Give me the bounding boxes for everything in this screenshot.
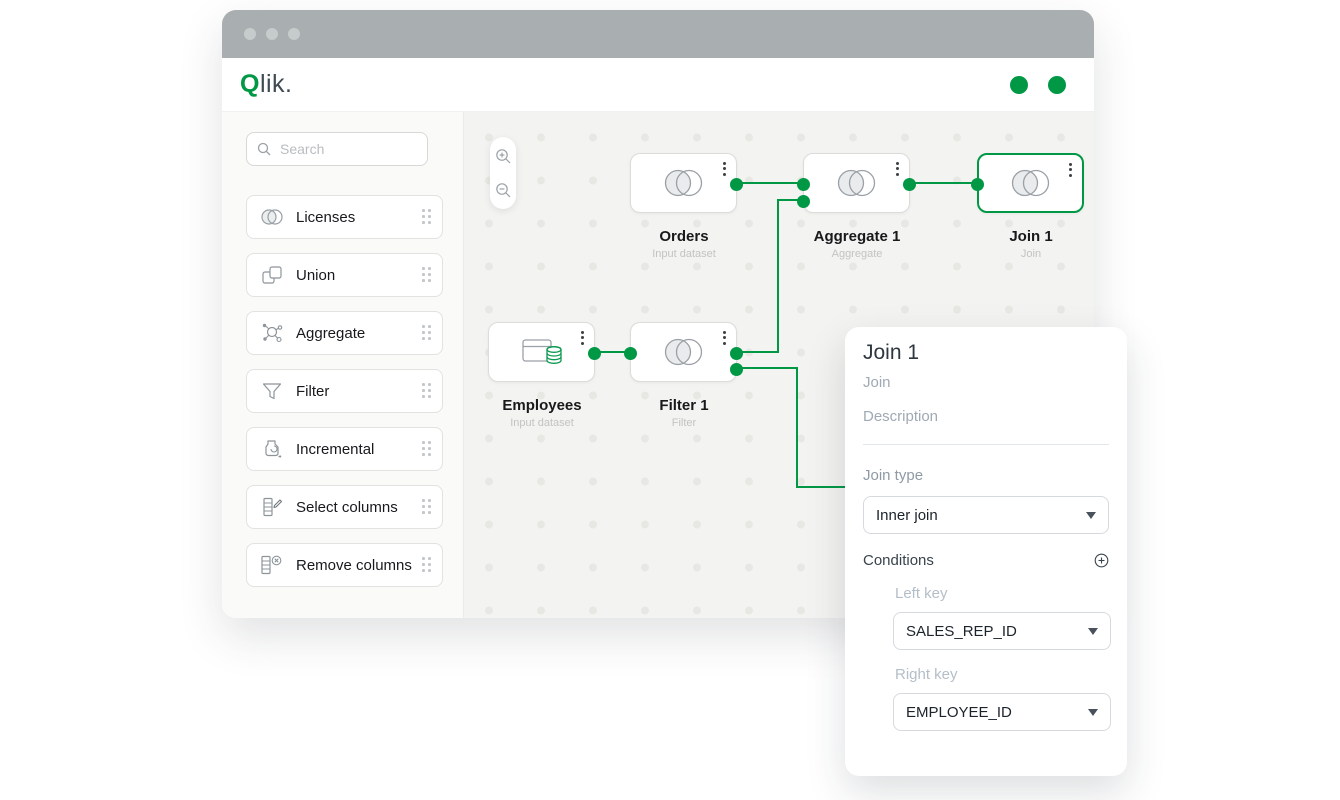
left-key-select[interactable]: SALES_REP_ID (893, 612, 1111, 650)
drag-handle-icon[interactable] (422, 499, 432, 515)
sidebar-item-aggregate[interactable]: Aggregate (246, 311, 443, 355)
sidebar-item-label: Remove columns (296, 556, 412, 574)
kebab-menu-icon[interactable] (723, 162, 726, 176)
conditions-label: Conditions (863, 552, 934, 569)
window-control-dot (244, 28, 256, 40)
divider (863, 444, 1109, 445)
node-label-employees: Employees Input dataset (502, 397, 582, 429)
qlik-logo: Qlik. (240, 70, 293, 99)
dataset-venn-icon (664, 338, 702, 366)
search-box[interactable] (246, 132, 428, 166)
sidebar-item-label: Incremental (296, 440, 375, 458)
right-key-value: EMPLOYEE_ID (906, 703, 1012, 721)
drag-handle-icon[interactable] (422, 557, 432, 573)
sidebar-item-remove-columns[interactable]: Remove columns (246, 543, 443, 587)
filter-icon (259, 380, 285, 402)
node-label-aggregate1: Aggregate 1 Aggregate (813, 228, 901, 260)
header-green-dot-2[interactable] (1048, 75, 1066, 94)
add-condition-button[interactable] (1094, 553, 1109, 568)
sidebar-item-label: Select columns (296, 498, 398, 516)
drag-handle-icon[interactable] (422, 383, 432, 399)
app-header: Qlik. (222, 58, 1094, 112)
node-aggregate1[interactable] (797, 153, 916, 213)
output-port[interactable] (903, 178, 916, 191)
sidebar-item-label: Licenses (296, 208, 356, 226)
node-filter1[interactable] (624, 322, 743, 382)
sidebar-item-filter[interactable]: Filter (246, 369, 443, 413)
select-columns-icon (259, 495, 285, 519)
header-green-dot-1[interactable] (1010, 75, 1028, 94)
node-label-orders: Orders Input dataset (652, 228, 716, 260)
left-key-label: Left key (895, 585, 948, 602)
right-key-label: Right key (895, 666, 958, 683)
zoom-in-icon (495, 148, 510, 163)
zoom-out-icon (495, 182, 510, 197)
input-port[interactable] (971, 178, 984, 191)
kebab-menu-icon[interactable] (1069, 163, 1072, 177)
input-port-1[interactable] (797, 178, 810, 191)
drag-handle-icon[interactable] (422, 325, 432, 341)
sidebar-item-union[interactable]: Union (246, 253, 443, 297)
node-employees[interactable] (488, 322, 601, 382)
output-port-1[interactable] (730, 347, 743, 360)
drag-handle-icon[interactable] (422, 441, 432, 457)
chevron-down-icon (1088, 708, 1098, 716)
window-titlebar (222, 10, 1094, 58)
right-key-select[interactable]: EMPLOYEE_ID (893, 693, 1111, 731)
input-port[interactable] (624, 347, 637, 360)
sidebar-item-select-columns[interactable]: Select columns (246, 485, 443, 529)
remove-columns-icon (259, 553, 285, 577)
description-field[interactable]: Description (863, 408, 939, 425)
sidebar-item-licenses[interactable]: Licenses (246, 195, 443, 239)
join-type-select[interactable]: Inner join (863, 496, 1109, 534)
window-control-dot (288, 28, 300, 40)
sidebar-item-label: Union (296, 266, 336, 284)
qlik-logo-q: Q (240, 70, 260, 98)
search-icon (257, 142, 271, 156)
chevron-down-icon (1088, 627, 1098, 635)
plus-circle-icon (1094, 553, 1109, 568)
sidebar: Licenses Union (222, 112, 464, 618)
dataset-table-icon (521, 339, 562, 364)
drag-handle-icon[interactable] (422, 267, 432, 283)
panel-subtitle: Join (863, 374, 891, 391)
join-type-label: Join type (863, 467, 924, 484)
output-port-2[interactable] (730, 363, 743, 376)
output-port[interactable] (730, 178, 743, 191)
search-input[interactable] (280, 141, 410, 157)
union-icon (259, 264, 285, 286)
sidebar-item-label: Aggregate (296, 324, 366, 342)
kebab-menu-icon[interactable] (723, 331, 726, 345)
join-type-value: Inner join (876, 506, 938, 524)
panel-title: Join 1 (863, 341, 920, 364)
dataset-venn-icon (1011, 169, 1049, 197)
input-port-2[interactable] (797, 195, 810, 208)
zoom-in-button[interactable] (494, 147, 512, 165)
zoom-toolbar (490, 137, 516, 209)
qlik-logo-rest: lik. (259, 70, 293, 98)
dataset-venn-icon (664, 169, 702, 197)
window-control-dot (266, 28, 278, 40)
sidebar-item-label: Filter (296, 382, 330, 400)
dataset-venn-icon (837, 169, 875, 197)
kebab-menu-icon[interactable] (581, 331, 584, 345)
sidebar-item-incremental[interactable]: Incremental (246, 427, 443, 471)
kebab-menu-icon[interactable] (896, 162, 899, 176)
zoom-out-button[interactable] (494, 181, 512, 199)
aggregate-icon (259, 321, 285, 345)
join-config-panel: Join 1 Join Description Join type Inner … (845, 327, 1127, 776)
node-join1[interactable] (971, 153, 1084, 213)
venn-icon (259, 207, 285, 227)
output-port[interactable] (588, 347, 601, 360)
chevron-down-icon (1086, 511, 1096, 519)
incremental-icon (259, 437, 285, 461)
node-label-join1: Join 1 Join (1009, 228, 1053, 260)
left-key-value: SALES_REP_ID (906, 622, 1017, 640)
node-orders[interactable] (630, 153, 743, 213)
drag-handle-icon[interactable] (422, 209, 432, 225)
node-label-filter1: Filter 1 Filter (659, 397, 709, 429)
